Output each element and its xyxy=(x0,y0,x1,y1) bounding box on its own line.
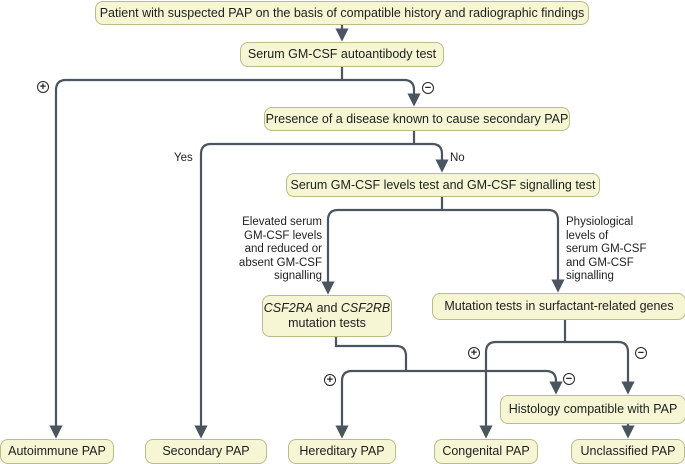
edge-levels-elevated xyxy=(321,208,442,295)
edge-autoantibody-positive xyxy=(49,78,342,439)
edge-surfactant-negative xyxy=(565,340,635,395)
edge-levels-physiological xyxy=(442,208,565,293)
label-no: No xyxy=(450,152,465,164)
label-yes: Yes xyxy=(174,152,193,164)
node-histology: Histology compatible with PAP xyxy=(500,395,685,424)
node-congenital: Congenital PAP xyxy=(434,439,538,464)
node-levels-signalling-test: Serum GM-CSF levels test and GM-CSF sign… xyxy=(286,173,600,197)
node-csf2-mutation: CSF2RA and CSF2RB mutation tests xyxy=(262,295,392,337)
node-secondary-disease: Presence of a disease known to cause sec… xyxy=(264,107,570,131)
edge-csf2-negative xyxy=(406,369,563,395)
edge-csf2-down xyxy=(334,337,408,371)
sign-positive-csf2: + xyxy=(324,374,336,386)
edge-secondary-yes xyxy=(194,142,414,439)
node-unclassified: Unclassified PAP xyxy=(571,439,685,464)
label-physiological: Physiological levels of serum GM-CSF and… xyxy=(566,216,647,282)
sign-negative-csf2: − xyxy=(563,373,575,385)
label-elevated: Elevated serum GM-CSF levels and reduced… xyxy=(238,216,322,282)
node-secondary: Secondary PAP xyxy=(145,439,267,464)
gene-csf2ra: CSF2RA xyxy=(263,301,314,315)
sign-negative-surfactant: − xyxy=(635,347,647,359)
node-start: Patient with suspected PAP on the basis … xyxy=(95,1,589,25)
node-autoimmune: Autoimmune PAP xyxy=(0,439,114,464)
gene-conjunction: and xyxy=(313,301,341,315)
node-autoantibody-test: Serum GM-CSF autoantibody test xyxy=(240,42,444,67)
edge-secondary-no xyxy=(414,142,449,173)
edge-autoantibody-negative xyxy=(342,78,421,107)
node-surfactant-mutation: Mutation tests in surfactant-related gen… xyxy=(432,293,685,320)
sign-negative-autoantibody: − xyxy=(422,82,434,94)
sign-positive-surfactant: + xyxy=(468,347,480,359)
csf2-mutation-rest: mutation tests xyxy=(288,316,366,330)
node-hereditary: Hereditary PAP xyxy=(288,439,396,464)
edge-surfactant-positive xyxy=(479,340,565,439)
gene-csf2rb: CSF2RB xyxy=(340,301,391,315)
edge-csf2-positive xyxy=(335,369,406,439)
sign-positive-autoantibody: + xyxy=(37,81,49,93)
